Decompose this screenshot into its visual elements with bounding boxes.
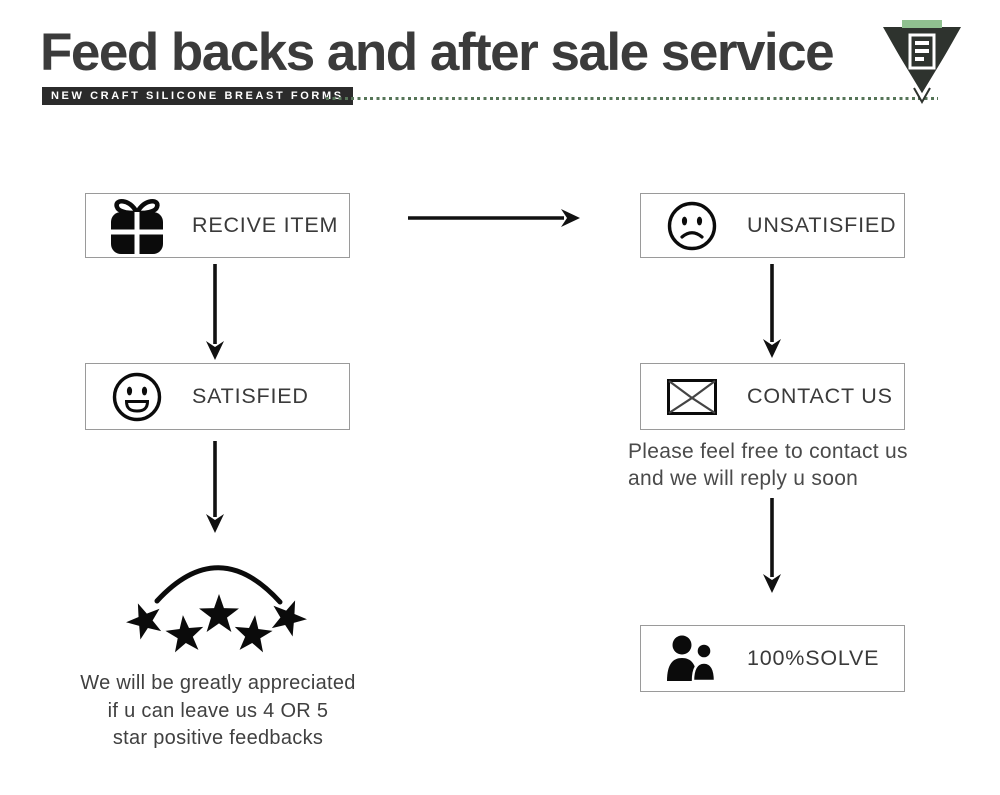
arrow-satisfied-to-feedback [206,441,224,533]
people-icon [661,634,723,684]
sad-face-icon [661,200,723,252]
feedback-note-line: star positive feedbacks [112,727,324,749]
step-satisfied: SATISFIED [85,363,350,430]
smiley-face-icon [106,371,168,423]
contact-note-line: and we will reply u soon [628,467,859,490]
arrow-contact-to-solve [763,498,781,593]
subtitle-badge: NEW CRAFT SILICONE BREAST FORMS [42,87,353,105]
step-contact-us: CONTACT US [640,363,905,430]
step-solve: 100%SOLVE [640,625,905,692]
brand-logo [876,10,968,113]
step-label: SATISFIED [192,384,309,408]
arrow-receive-to-satisfied [206,264,224,360]
contact-note-line: Please feel free to contact us [628,440,908,463]
arrow-unsatisfied-to-contact [763,264,781,358]
envelope-icon [661,378,723,415]
five-stars-arc [90,558,342,663]
step-unsatisfied: UNSATISFIED [640,193,905,258]
step-receive-item: RECIVE ITEM [85,193,350,258]
gift-icon [106,196,168,256]
arrow-receive-to-unsatisfied [408,209,580,227]
step-label: UNSATISFIED [747,213,897,237]
contact-note: Please feel free to contact us and we wi… [628,438,938,492]
step-label: RECIVE ITEM [192,213,339,237]
step-label: CONTACT US [747,384,893,408]
dotted-divider [326,97,938,100]
feedback-note-line: We will be greatly appreciated [80,672,356,694]
step-label: 100%SOLVE [747,646,880,670]
feedback-note-line: if u can leave us 4 OR 5 [107,699,329,722]
feedback-note: We will be greatly appreciated if u can … [58,670,378,753]
inverted-triangle-document-logo [882,20,962,105]
page-title: Feed backs and after sale service [40,23,835,82]
